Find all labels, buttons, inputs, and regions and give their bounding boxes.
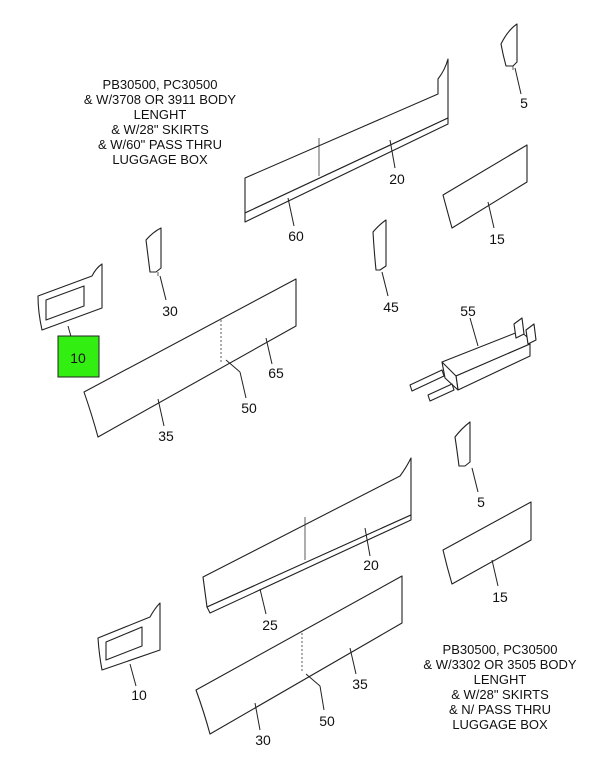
part-55-pass-thru-box: [409, 317, 537, 402]
callout-5[interactable]: 5: [520, 95, 528, 111]
note-line: LUGGAGE BOX: [452, 717, 548, 732]
callout-35-bottom[interactable]: 35: [352, 676, 368, 692]
part-20-skirt-top: [244, 58, 449, 227]
callout-10-highlight[interactable]: [57, 335, 100, 378]
part-5-trim-top: [500, 23, 522, 95]
callout-10-bottom[interactable]: 10: [131, 687, 147, 703]
note-line: LENGHT: [473, 672, 527, 687]
callout-20[interactable]: 20: [389, 171, 405, 187]
callout-60[interactable]: 60: [288, 228, 304, 244]
note-line: LUGGAGE BOX: [112, 152, 208, 167]
callout-20-bottom[interactable]: 20: [363, 557, 379, 573]
part-45-trim: [372, 219, 389, 297]
callout-10[interactable]: 10: [70, 350, 86, 366]
part-5-trim-bottom: [454, 421, 479, 493]
callout-15[interactable]: 15: [489, 231, 505, 247]
note-line: & N/ PASS THRU: [448, 702, 552, 717]
part-20-skirt-bottom: [202, 457, 412, 615]
part-15-panel-top: [442, 144, 528, 229]
part-10-access-panel-top: [37, 263, 103, 341]
callout-25[interactable]: 25: [262, 617, 278, 633]
part-30-35-skirt-bottom: [195, 575, 403, 735]
note-line: & W/28" SKIRTS: [451, 687, 549, 702]
callout-30-bottom[interactable]: 30: [255, 732, 271, 748]
note-line: PB30500, PC30500: [102, 77, 218, 92]
assembly-note-top: PB30500, PC30500 & W/3708 OR 3911 BODY L…: [50, 77, 270, 167]
callout-45[interactable]: 45: [383, 299, 399, 315]
callout-15-bottom[interactable]: 15: [492, 589, 508, 605]
note-line: & W/3708 OR 3911 BODY: [83, 92, 237, 107]
callout-55[interactable]: 55: [460, 303, 476, 319]
part-10-access-panel-bottom: [97, 602, 161, 687]
callout-65[interactable]: 65: [268, 365, 284, 381]
note-line: & W/60" PASS THRU: [97, 137, 223, 152]
part-30-trim-top: [145, 227, 167, 301]
note-line: & W/28" SKIRTS: [111, 122, 209, 137]
callout-50[interactable]: 50: [241, 400, 257, 416]
callout-30[interactable]: 30: [162, 303, 178, 319]
callout-35[interactable]: 35: [158, 428, 174, 444]
assembly-note-bottom: PB30500, PC30500 & W/3302 OR 3505 BODY L…: [390, 642, 610, 732]
part-15-panel-bottom: [442, 501, 532, 587]
part-35-65-skirt-top: [83, 278, 297, 438]
note-line: & W/3302 OR 3505 BODY: [423, 657, 577, 672]
callout-50-bottom[interactable]: 50: [319, 713, 335, 729]
note-line: PB30500, PC30500: [442, 642, 558, 657]
callout-5-bottom[interactable]: 5: [477, 494, 485, 510]
note-line: LENGHT: [133, 107, 187, 122]
